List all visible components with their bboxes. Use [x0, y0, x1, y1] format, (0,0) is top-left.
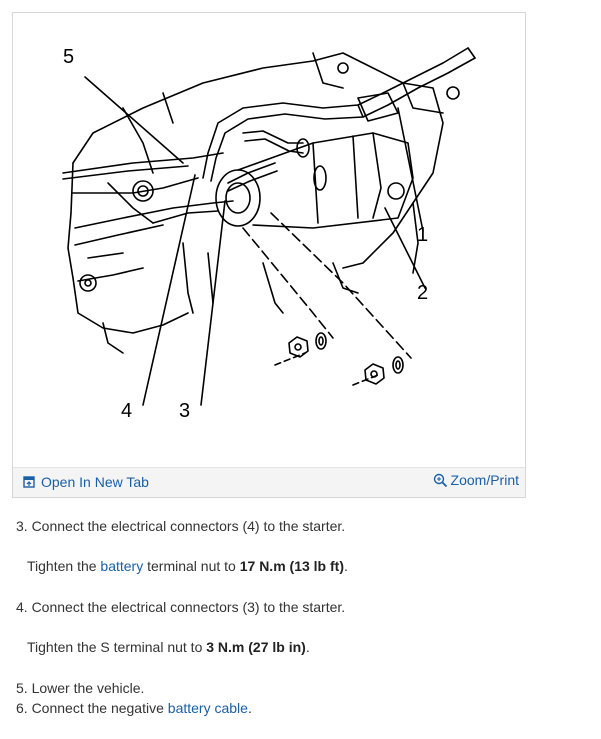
figure-card: 5 1 2 4 3 Open In New Tab Zoom/Print: [12, 12, 526, 498]
step-5: 5. Lower the vehicle.: [16, 680, 145, 696]
step-4-note-pre: Tighten the S terminal nut to: [27, 639, 207, 655]
starter-illustration: 5 1 2 4 3: [62, 46, 476, 422]
zoom-icon: [433, 473, 447, 487]
step-3-note-mid: terminal nut to: [143, 558, 240, 574]
step-3: 3. Connect the electrical connectors (4)…: [16, 518, 346, 534]
step-6-post: .: [247, 700, 252, 716]
step-3-note-post: .: [343, 558, 348, 574]
starter-diagram: 5 1 2 4 3: [13, 13, 525, 468]
step-4-torque: 3 N.m (27 lb in): [206, 639, 306, 655]
step-3-note-pre: Tighten the: [27, 558, 101, 574]
step-3-note: Tighten the battery terminal nut to 17 N…: [16, 556, 586, 576]
figure-toolbar: Open In New Tab Zoom/Print: [13, 467, 525, 497]
step-4: 4. Connect the electrical connectors (3)…: [16, 599, 346, 615]
battery-cable-link[interactable]: battery cable: [167, 700, 248, 716]
step-6: 6. Connect the negative battery cable.: [16, 698, 586, 718]
procedure-steps: 3. Connect the electrical connectors (4)…: [16, 516, 586, 718]
callout-labels: 5 1 2 4 3: [63, 46, 428, 422]
step-3-torque: 17 N.m (13 lb ft): [239, 558, 344, 574]
open-in-new-tab-icon: [23, 476, 35, 488]
open-in-new-tab-label: Open In New Tab: [41, 474, 149, 490]
step-6-pre: 6. Connect the negative: [16, 700, 168, 716]
open-in-new-tab-link[interactable]: Open In New Tab: [23, 474, 149, 490]
step-4-note: Tighten the S terminal nut to 3 N.m (27 …: [16, 637, 586, 657]
zoom-print-link[interactable]: Zoom/Print: [433, 472, 519, 488]
callout-3: 3: [179, 400, 190, 422]
step-4-note-post: .: [305, 639, 310, 655]
zoom-print-label: Zoom/Print: [450, 472, 519, 488]
callout-5: 5: [63, 46, 74, 68]
battery-link[interactable]: battery: [100, 558, 144, 574]
callout-1: 1: [417, 224, 428, 246]
callout-4: 4: [121, 400, 132, 422]
callout-2: 2: [417, 282, 428, 304]
